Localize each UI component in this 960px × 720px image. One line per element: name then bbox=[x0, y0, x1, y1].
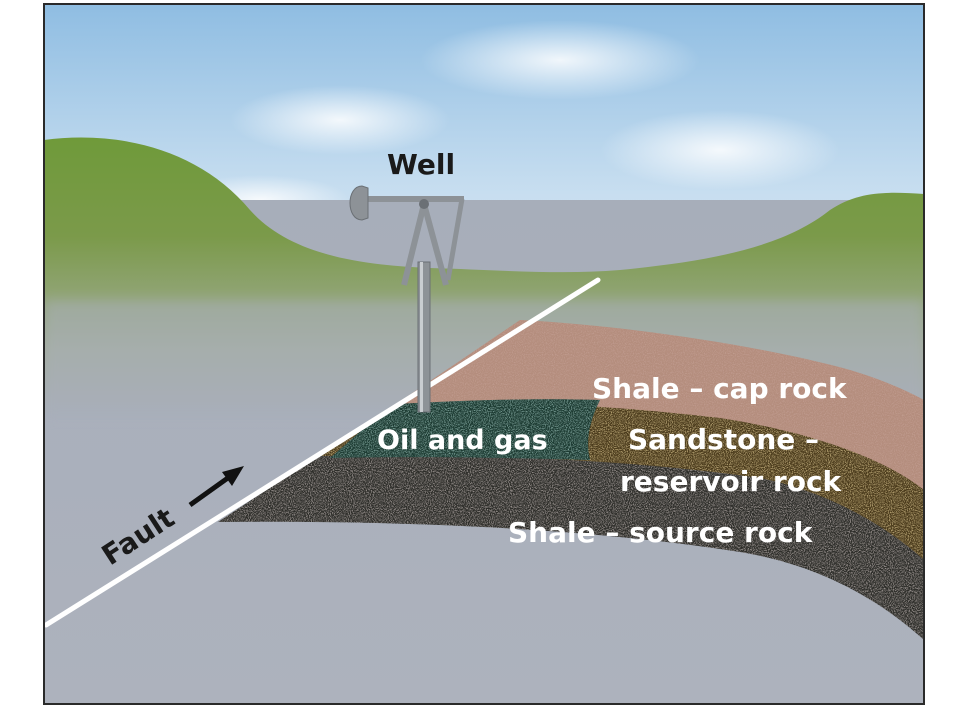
oil-gas-layer bbox=[330, 399, 600, 460]
pumpjack-icon bbox=[349, 185, 465, 413]
cap-rock-layer bbox=[396, 320, 924, 490]
fault-line bbox=[44, 277, 601, 628]
arrow-icon bbox=[188, 466, 244, 508]
oil-gas-label: Oil and gas bbox=[377, 425, 548, 456]
well-label: Well bbox=[387, 148, 455, 181]
source-rock-label: Shale – source rock bbox=[508, 516, 814, 549]
cap-rock-label: Shale – cap rock bbox=[592, 372, 848, 405]
reservoir-label-line1: Sandstone – bbox=[628, 423, 819, 456]
frame-border bbox=[43, 3, 925, 705]
source-rock-layer bbox=[218, 431, 924, 640]
reservoir-label-line2: reservoir rock bbox=[620, 465, 843, 498]
